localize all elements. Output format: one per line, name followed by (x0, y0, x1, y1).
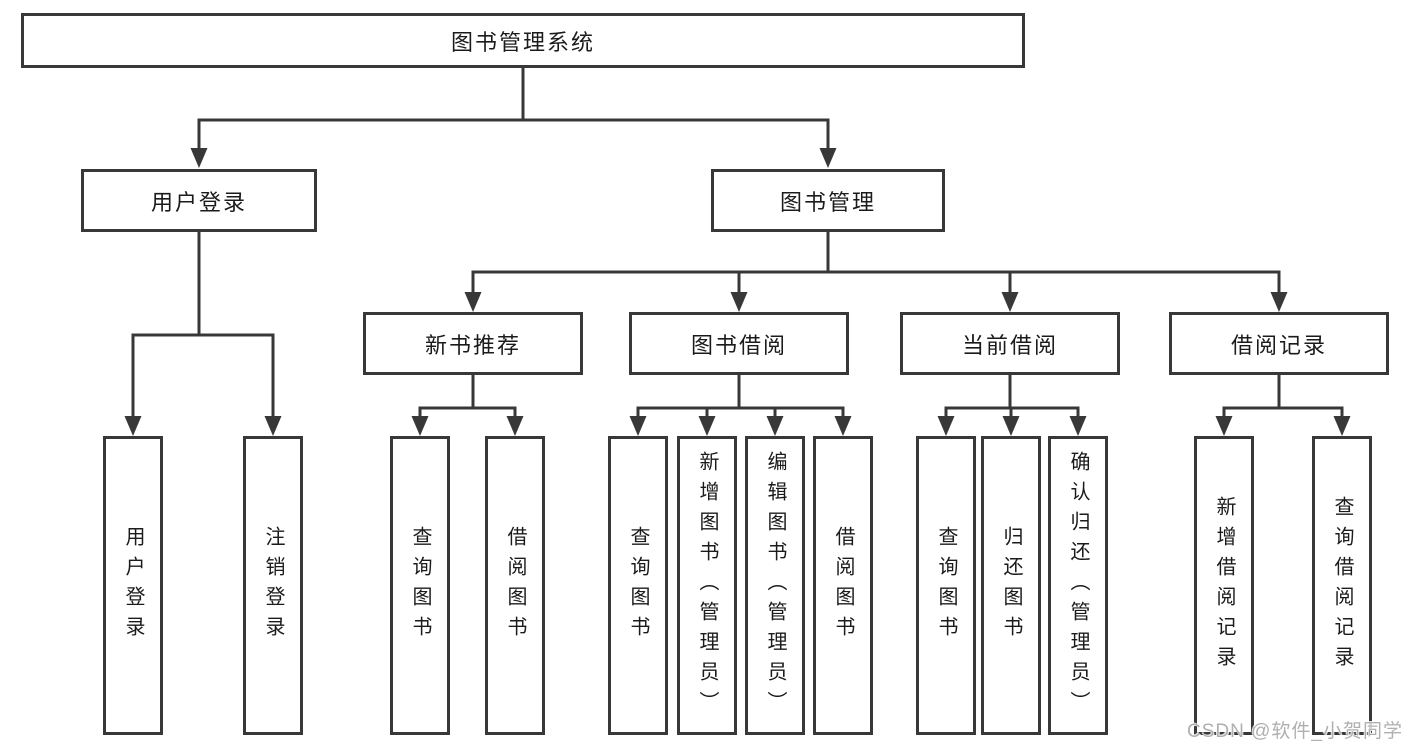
node-label: 图书管理系统 (450, 29, 595, 55)
node-user-login: 用户登录 (81, 169, 317, 232)
node-leaf-user-login: 用户登录 (103, 436, 163, 735)
node-leaf-borrow-books-2: 借阅图书 (813, 436, 873, 735)
connector-current-borrow-children (944, 373, 1080, 420)
node-label: 新增借阅记录 (1213, 495, 1235, 676)
node-label: 查询图书 (627, 525, 649, 646)
node-label: 借阅图书 (504, 525, 526, 646)
connector-book-borrow-children (636, 373, 845, 420)
node-label: 归还图书 (1000, 525, 1022, 646)
connector-borrow-records-children (1222, 373, 1344, 420)
node-label: 编辑图书（管理员） (764, 450, 786, 721)
node-label: 确认归还（管理员） (1067, 450, 1089, 721)
node-leaf-add-books-admin: 新增图书（管理员） (677, 436, 737, 735)
node-book-borrow: 图书借阅 (629, 312, 849, 375)
node-label: 图书借阅 (690, 332, 787, 358)
connector-root-to-level2 (197, 66, 830, 152)
node-leaf-query-books-3: 查询图书 (916, 436, 976, 735)
node-leaf-add-borrow-record: 新增借阅记录 (1194, 436, 1254, 735)
node-label: 图书管理 (779, 189, 876, 215)
node-leaf-confirm-return-admin: 确认归还（管理员） (1048, 436, 1108, 735)
node-label: 查询图书 (935, 525, 957, 646)
node-label: 用户登录 (122, 525, 144, 646)
node-borrow-records: 借阅记录 (1169, 312, 1389, 375)
node-label: 查询图书 (409, 525, 431, 646)
node-label: 借阅图书 (832, 525, 854, 646)
node-label: 注销登录 (262, 525, 284, 646)
node-new-book-recommend: 新书推荐 (363, 312, 583, 375)
connector-new-book-children (418, 373, 517, 420)
connector-user-login-children (131, 230, 275, 420)
connector-book-mgmt-children (471, 230, 1281, 296)
node-label: 借阅记录 (1230, 332, 1327, 358)
node-leaf-query-books-2: 查询图书 (608, 436, 668, 735)
node-leaf-query-borrow-record: 查询借阅记录 (1312, 436, 1372, 735)
node-library-management-system: 图书管理系统 (21, 13, 1025, 68)
arrowheads (124, 148, 1351, 436)
node-label: 当前借阅 (961, 332, 1058, 358)
node-label: 新增图书（管理员） (696, 450, 718, 721)
csdn-watermark: CSDN @软件_小贺同学 (1187, 721, 1403, 742)
node-leaf-borrow-books-1: 借阅图书 (485, 436, 545, 735)
node-leaf-query-books-1: 查询图书 (390, 436, 450, 735)
node-label: 用户登录 (150, 189, 247, 215)
node-label: 查询借阅记录 (1331, 495, 1353, 676)
node-leaf-edit-books-admin: 编辑图书（管理员） (745, 436, 805, 735)
node-leaf-return-books: 归还图书 (981, 436, 1041, 735)
node-label: 新书推荐 (424, 332, 521, 358)
node-current-borrow: 当前借阅 (900, 312, 1120, 375)
node-leaf-logout: 注销登录 (243, 436, 303, 735)
node-book-management: 图书管理 (711, 169, 945, 232)
